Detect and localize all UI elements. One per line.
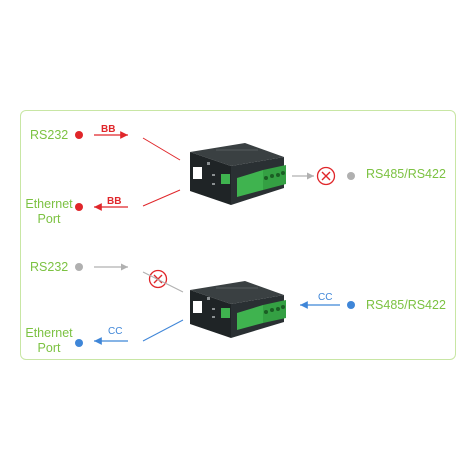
bb-label-from-device: BB [107,196,122,207]
rs232-dot-bottom [75,263,83,271]
converter-device-top [190,143,286,205]
rs232-dot-top [75,131,83,139]
connector-line-rs232-bottom [142,271,184,293]
port-label-line2: Port [37,212,61,226]
rs485-label-top: RS485/RS422 [366,167,446,181]
ethernet-port-label-top: Ethernet Port [18,197,80,227]
device-logo-bottom [193,301,202,313]
x-mark-top [321,171,331,181]
cc-label-from-device: CC [108,326,123,337]
port-label-line2: Port [37,341,61,355]
connector-line-ethernet-bottom [142,319,184,342]
ethernet-label-line1: Ethernet [25,326,73,340]
rs232-label-top: RS232 [30,128,69,142]
connector-line-rs232-top [142,137,181,161]
cc-label-to-device: CC [318,292,333,303]
bb-label-to-device: BB [101,124,116,135]
converter-device-bottom [190,281,286,338]
rs232-label-bottom: RS232 [30,260,69,274]
rs485-dot-top [347,172,355,180]
connector-line-ethernet-top [142,189,181,207]
diagram-frame [20,110,456,360]
rs485-dot-bottom [347,301,355,309]
rs485-label-bottom: RS485/RS422 [366,298,446,312]
ethernet-dot-top [75,203,83,211]
ethernet-dot-bottom [75,339,83,347]
device-logo-top [193,167,202,179]
ethernet-label-line1: Ethernet [25,197,73,211]
ethernet-port-label-bottom: Ethernet Port [18,326,80,356]
